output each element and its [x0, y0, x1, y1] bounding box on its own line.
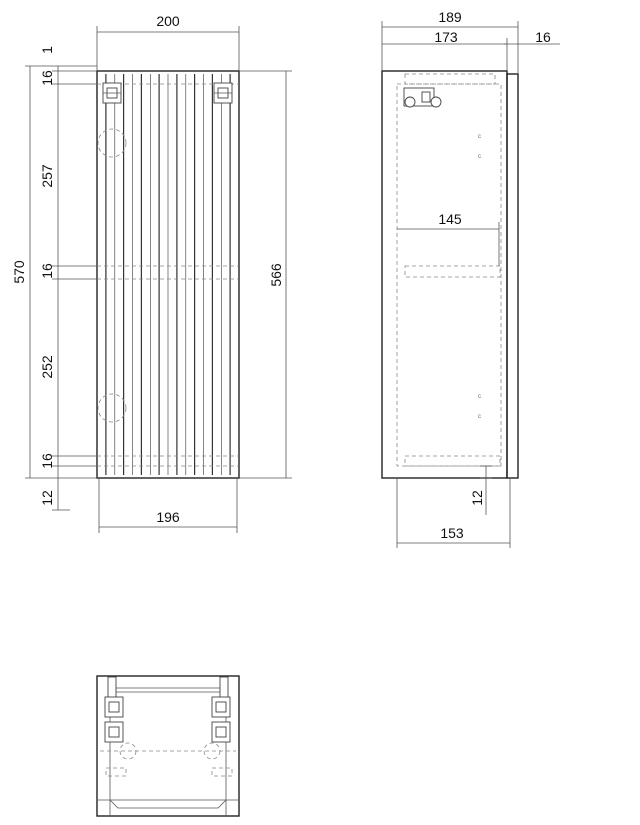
- side-mark-2: c: [478, 154, 481, 160]
- side-view-body: [381, 70, 508, 479]
- side-hinge: [403, 87, 442, 108]
- front-view-slats: [105, 74, 231, 475]
- top-view-outline: [96, 675, 240, 817]
- dim-overall-height: 570: [11, 260, 27, 284]
- side-bottom-shelf: [404, 455, 501, 467]
- dim-inner-width: 196: [156, 509, 180, 525]
- dim-bottom-depth: 153: [440, 525, 464, 541]
- dim-upper-section: 257: [39, 164, 55, 188]
- dim-top-gap: 1: [39, 46, 55, 54]
- top-hinge-right-upper: [211, 696, 231, 718]
- front-hinge-left: [102, 82, 122, 104]
- top-hinge-left-upper: [104, 696, 124, 718]
- side-mark-4: c: [478, 414, 481, 420]
- dim-top-panel: 16: [39, 70, 55, 86]
- side-mark-1: c: [478, 134, 481, 140]
- dim-door-thickness: 16: [535, 29, 551, 45]
- top-hinge-left-lower: [104, 721, 124, 743]
- front-view-outline: [96, 70, 240, 479]
- dim-middle-panel: 16: [39, 263, 55, 279]
- side-mark-3: c: [478, 394, 481, 400]
- top-hinge-right-lower: [211, 721, 231, 743]
- dim-lower-section: 252: [39, 355, 55, 379]
- front-hinge-right: [213, 82, 233, 104]
- dim-plinth: 12: [39, 490, 55, 506]
- side-top-shelf: [404, 73, 496, 85]
- dim-inner-height: 566: [268, 263, 284, 287]
- dim-body-depth: 173: [434, 29, 458, 45]
- front-hidden-hole-2: [97, 393, 127, 423]
- dim-overall-depth: 189: [438, 9, 462, 25]
- dim-shelf-depth: 145: [438, 211, 462, 227]
- top-view: [96, 675, 240, 817]
- dim-side-plinth: 12: [469, 490, 485, 506]
- top-hidden-slot-2: [211, 767, 233, 777]
- dim-overall-width: 200: [156, 13, 180, 29]
- front-view: 200 196 1 16 257 16 252 16 12 570 566: [11, 13, 292, 533]
- top-hidden-slot-1: [105, 767, 127, 777]
- front-hidden-hole-1: [97, 128, 127, 158]
- dim-bottom-panel: 16: [39, 453, 55, 469]
- side-view-door: [506, 73, 519, 479]
- side-inner-contour: [396, 83, 502, 467]
- side-middle-shelf: [404, 265, 501, 278]
- side-view: c c c c 189 173 16 145 12 153: [381, 9, 560, 548]
